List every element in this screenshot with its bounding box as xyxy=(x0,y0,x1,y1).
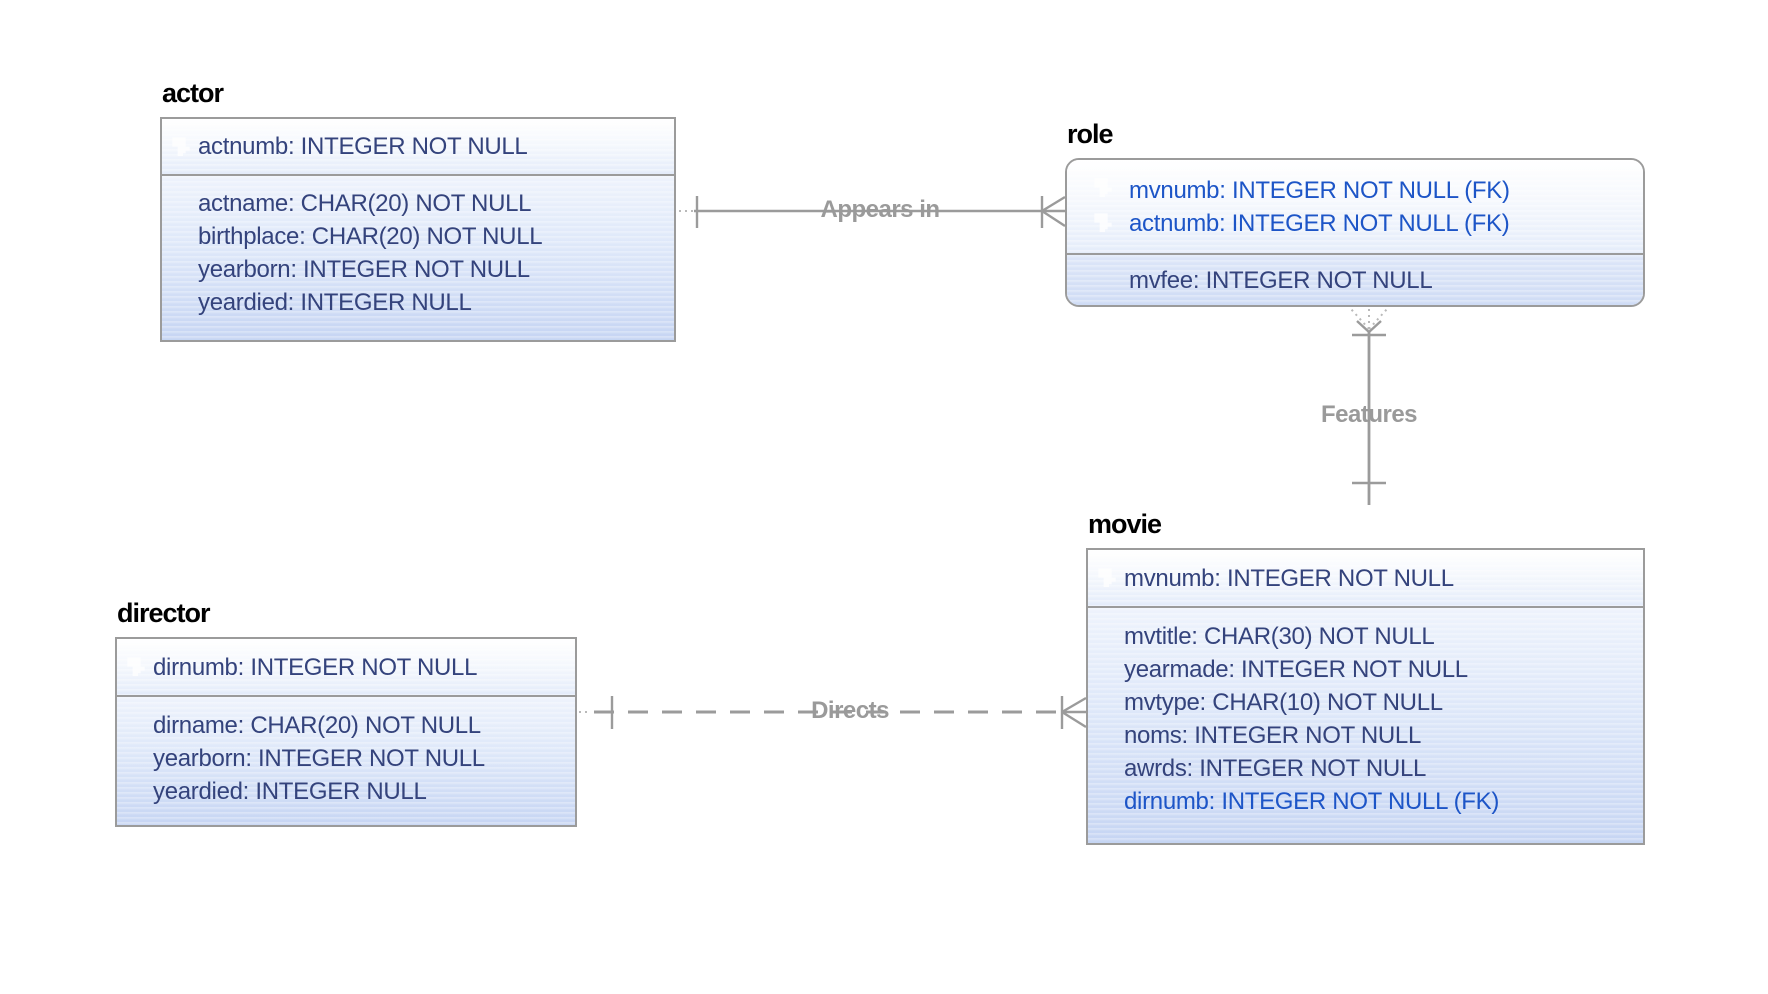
attribute-row[interactable]: noms: INTEGER NOT NULL xyxy=(1124,722,1422,749)
attribute-row[interactable]: mvnumb: INTEGER NOT NULL (FK) xyxy=(1129,176,1510,204)
attribute-row[interactable]: actname: CHAR(20) NOT NULL xyxy=(198,190,532,217)
crow-foot-many xyxy=(1061,696,1087,729)
relationship-features-line[interactable] xyxy=(1350,308,1388,505)
attribute-row[interactable]: actnumb: INTEGER NOT NULL xyxy=(198,133,528,160)
entity-box[interactable]: dirnumb: INTEGER NOT NULL dirname: CHAR(… xyxy=(115,637,577,827)
attribute-row[interactable]: dirnumb: INTEGER NOT NULL xyxy=(153,653,478,681)
attribute-row[interactable]: dirnumb: INTEGER NOT NULL (FK) xyxy=(1124,788,1500,815)
entity-box[interactable]: mvnumb: INTEGER NOT NULL (FK) actnumb: I… xyxy=(1065,158,1645,307)
attribute-row[interactable]: yearborn: INTEGER NOT NULL xyxy=(153,745,485,772)
attribute-row[interactable]: mvnumb: INTEGER NOT NULL xyxy=(1124,564,1454,592)
entity-actor[interactable]: actor actnumb: INTEGER NOT NULL actname:… xyxy=(160,78,676,342)
attribute-row[interactable]: dirname: CHAR(20) NOT NULL xyxy=(153,712,481,739)
relationship-directs-line[interactable] xyxy=(579,696,1087,729)
entity-movie[interactable]: movie mvnumb: INTEGER NOT NULL mvtitle: … xyxy=(1086,509,1645,845)
entity-title: movie xyxy=(1088,509,1162,539)
entity-title: role xyxy=(1067,119,1114,149)
attribute-row[interactable]: yeardied: INTEGER NULL xyxy=(198,289,472,316)
entity-box[interactable]: actnumb: INTEGER NOT NULL actname: CHAR(… xyxy=(160,117,676,342)
relationship-appears-in-line[interactable] xyxy=(679,195,1066,228)
entity-box[interactable]: mvnumb: INTEGER NOT NULL mvtitle: CHAR(3… xyxy=(1086,548,1645,845)
attribute-row[interactable]: yearmade: INTEGER NOT NULL xyxy=(1124,656,1468,683)
relationship-label-features[interactable]: Features xyxy=(1320,401,1418,428)
crow-foot-many xyxy=(1041,195,1066,228)
relationship-label-directs[interactable]: Directs xyxy=(811,697,889,724)
attribute-row[interactable]: mvtitle: CHAR(30) NOT NULL xyxy=(1124,623,1435,650)
entity-title: actor xyxy=(162,78,224,108)
attribute-row[interactable]: actnumb: INTEGER NOT NULL (FK) xyxy=(1129,209,1510,237)
attribute-row[interactable]: awrds: INTEGER NOT NULL xyxy=(1124,755,1427,782)
attribute-row[interactable]: yearborn: INTEGER NOT NULL xyxy=(198,256,530,283)
entity-title: director xyxy=(117,598,211,628)
attribute-row[interactable]: mvtype: CHAR(10) NOT NULL xyxy=(1124,689,1443,716)
crow-foot-many xyxy=(1350,308,1388,330)
attribute-row[interactable]: mvfee: INTEGER NOT NULL xyxy=(1129,267,1433,294)
relationship-label-appears-in[interactable]: Appears in xyxy=(820,196,940,223)
attribute-row[interactable]: birthplace: CHAR(20) NOT NULL xyxy=(198,223,543,250)
entity-director[interactable]: director dirnumb: INTEGER NOT NULL dirna… xyxy=(115,598,577,827)
entity-role[interactable]: role mvnumb: INTEGER NOT NULL (FK) actnu… xyxy=(1065,119,1645,307)
attribute-row[interactable]: yeardied: INTEGER NULL xyxy=(153,778,427,805)
